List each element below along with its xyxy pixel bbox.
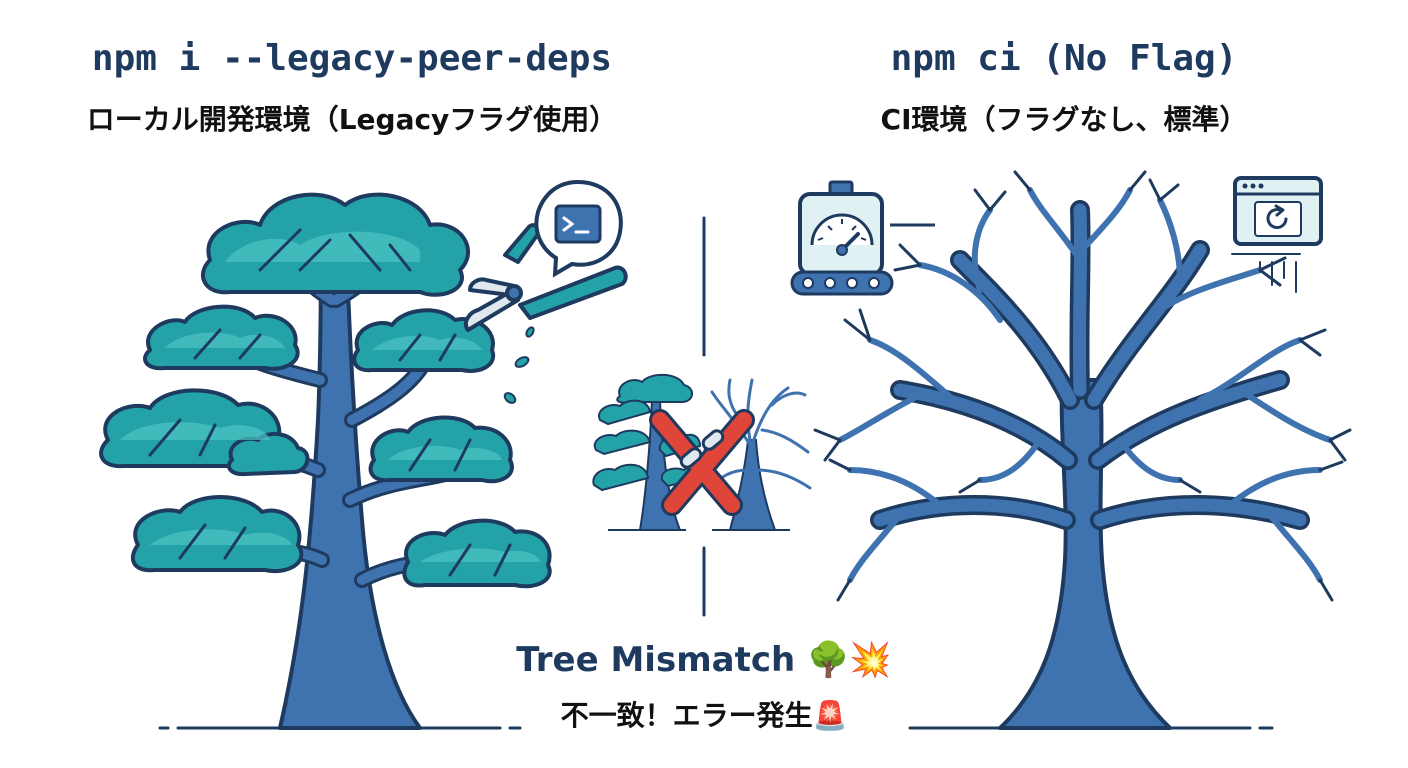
pressure-gauge-icon xyxy=(790,180,935,296)
pruned-tree-illustration xyxy=(99,192,552,730)
right-environment-subtitle: CI環境（フラグなし、標準） xyxy=(880,103,1248,136)
right-command-title: npm ci (No Flag) xyxy=(890,38,1238,79)
left-environment-subtitle: ローカル開発環境（Legacyフラグ使用） xyxy=(86,103,618,136)
mismatch-caption-message: 不一致！エラー発生🚨 xyxy=(560,699,848,732)
pruning-shears-icon xyxy=(463,223,628,332)
left-command-title: npm i --legacy-peer-deps xyxy=(91,38,613,79)
browser-refresh-icon xyxy=(1231,176,1323,293)
bare-tree-illustration xyxy=(813,170,1352,730)
broken-link-icon xyxy=(679,429,725,469)
terminal-icon xyxy=(534,179,623,278)
mismatch-cross-icon xyxy=(649,409,755,516)
mismatch-illustration xyxy=(592,373,812,531)
mismatch-caption-title: Tree Mismatch 🌳💥 xyxy=(516,640,892,680)
